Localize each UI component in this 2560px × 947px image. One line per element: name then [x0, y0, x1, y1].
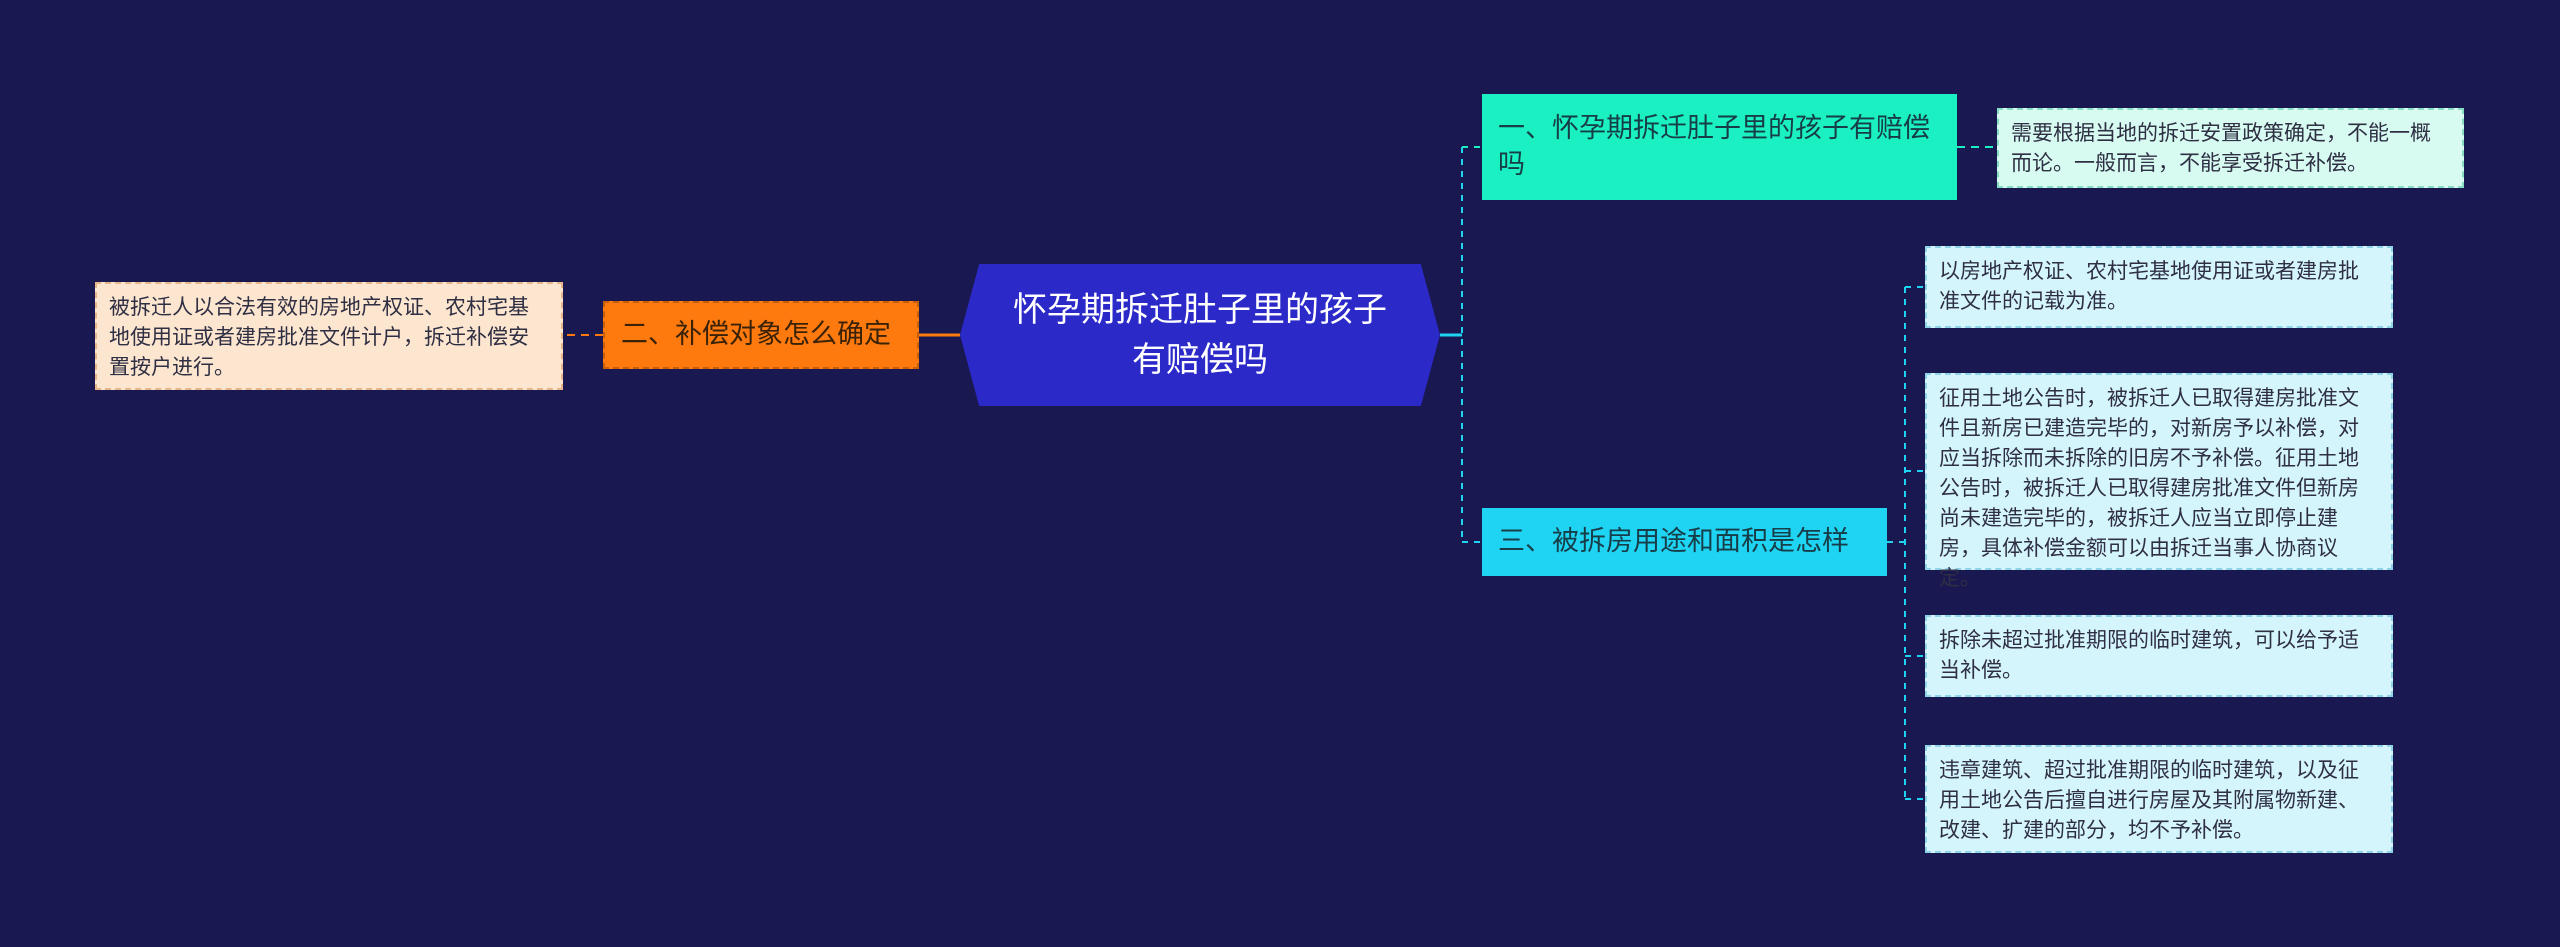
leaf-new-house-rules[interactable]: 征用土地公告时，被拆迁人已取得建房批准文件且新房已建造完毕的，对新房予以补偿，对… — [1925, 373, 2393, 590]
branch-label: 三、被拆房用途和面积是怎样 — [1498, 526, 1849, 557]
branch-compensation-target[interactable]: 二、补偿对象怎么确定 — [603, 301, 919, 369]
leaf-text: 征用土地公告时，被拆迁人已取得建房批准文件且新房已建造完毕的，对新房予以补偿，对… — [1939, 386, 2359, 590]
root-topic-label: 怀孕期拆迁肚子里的孩子有赔偿吗 — [1013, 290, 1387, 380]
branch-label: 一、怀孕期拆迁肚子里的孩子有赔偿吗 — [1498, 113, 1930, 180]
leaf-local-policy[interactable]: 需要根据当地的拆迁安置政策确定，不能一概而论。一般而言，不能享受拆迁补偿。 — [1997, 108, 2464, 188]
leaf-text: 拆除未超过批准期限的临时建筑，可以给予适当补偿。 — [1939, 628, 2359, 682]
root-topic[interactable]: 怀孕期拆迁肚子里的孩子有赔偿吗 — [960, 264, 1440, 406]
branch-label: 二、补偿对象怎么确定 — [621, 319, 891, 350]
leaf-temporary-building[interactable]: 拆除未超过批准期限的临时建筑，可以给予适当补偿。 — [1925, 615, 2393, 697]
leaf-text: 违章建筑、超过批准期限的临时建筑，以及征用土地公告后擅自进行房屋及其附属物新建、… — [1939, 758, 2359, 842]
leaf-text: 需要根据当地的拆迁安置政策确定，不能一概而论。一般而言，不能享受拆迁补偿。 — [2011, 121, 2431, 175]
leaf-text: 被拆迁人以合法有效的房地产权证、农村宅基地使用证或者建房批准文件计户，拆迁补偿安… — [109, 295, 529, 379]
branch-house-use-area[interactable]: 三、被拆房用途和面积是怎样 — [1482, 508, 1887, 576]
leaf-illegal-building[interactable]: 违章建筑、超过批准期限的临时建筑，以及征用土地公告后擅自进行房屋及其附属物新建、… — [1925, 745, 2393, 853]
leaf-household-basis[interactable]: 被拆迁人以合法有效的房地产权证、农村宅基地使用证或者建房批准文件计户，拆迁补偿安… — [95, 282, 563, 390]
branch-unborn-child-compensation[interactable]: 一、怀孕期拆迁肚子里的孩子有赔偿吗 — [1482, 94, 1957, 200]
leaf-certificate-record[interactable]: 以房地产权证、农村宅基地使用证或者建房批准文件的记载为准。 — [1925, 246, 2393, 328]
leaf-text: 以房地产权证、农村宅基地使用证或者建房批准文件的记载为准。 — [1939, 259, 2359, 313]
